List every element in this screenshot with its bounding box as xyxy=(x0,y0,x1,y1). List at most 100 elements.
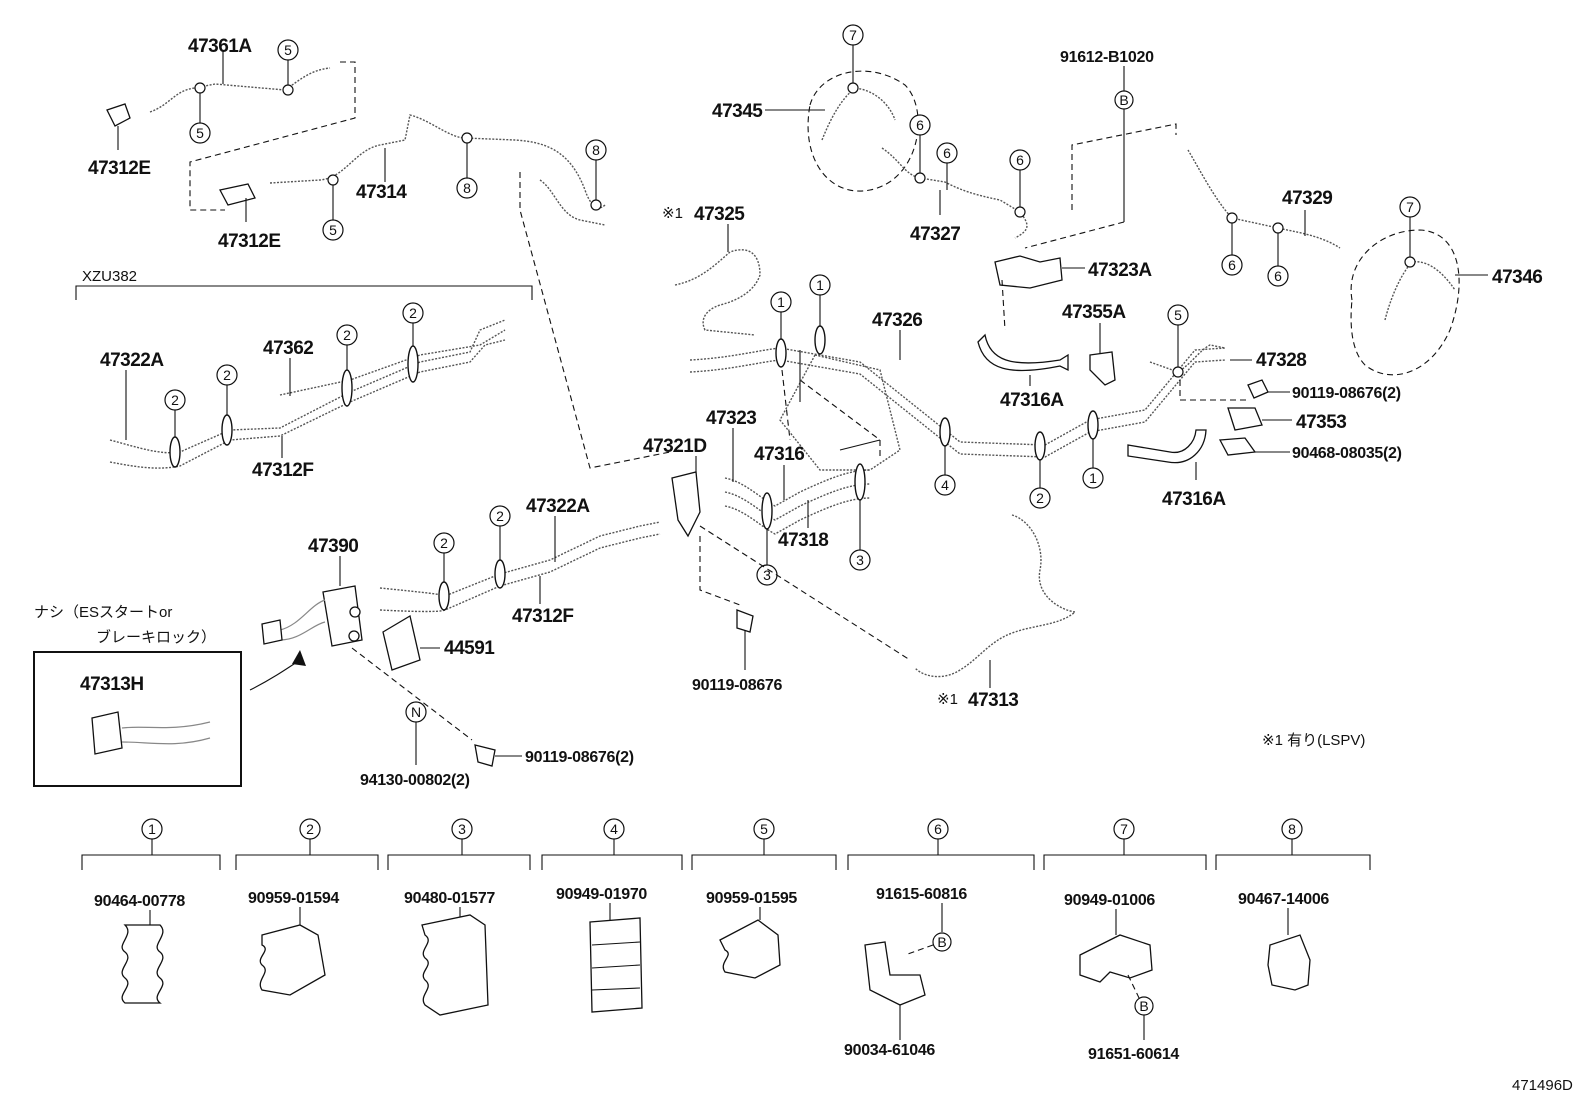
label-47355A: 47355A xyxy=(1062,302,1126,323)
svg-text:5: 5 xyxy=(760,821,768,837)
svg-text:1: 1 xyxy=(777,294,785,310)
label-47316: 47316 xyxy=(754,444,804,465)
callout-7: 7 xyxy=(1113,818,1135,840)
callout-1: 1 xyxy=(141,818,163,840)
label-47313: 47313 xyxy=(968,690,1018,711)
callout-3: 3 xyxy=(756,564,778,586)
svg-text:8: 8 xyxy=(1288,821,1296,837)
svg-text:N: N xyxy=(411,704,421,720)
svg-text:2: 2 xyxy=(409,305,417,321)
bolt-icon xyxy=(1247,379,1269,399)
callout-1: 1 xyxy=(770,291,792,313)
legend-item-1: 1 90464-00778 xyxy=(81,818,221,1004)
legend-part-90959-01595: 90959-01595 xyxy=(706,890,797,907)
bolt-icon xyxy=(736,609,754,633)
flexible-hose-icon xyxy=(1127,429,1207,464)
union-fitting-icon xyxy=(671,471,701,538)
bracket-clip-icon xyxy=(864,941,926,1006)
group-47390: 2 2 47322A 47312F 47390 44591 90119-0867… xyxy=(33,496,661,789)
callout-7: 7 xyxy=(842,24,864,46)
legend-part-90959-01594: 90959-01594 xyxy=(248,890,339,907)
label-47325: 47325 xyxy=(694,204,745,225)
legend-part-90464-00778: 90464-00778 xyxy=(94,893,185,910)
connector-icon xyxy=(261,619,283,645)
group-47316: 3 3 47323 47316 47318 47321D 90119-08676… xyxy=(643,350,1077,711)
clip-plate-icon xyxy=(1218,437,1257,456)
svg-text:5: 5 xyxy=(196,125,204,141)
svg-text:2: 2 xyxy=(440,535,448,551)
pipe-clip-icon xyxy=(719,919,781,979)
svg-text:5: 5 xyxy=(329,222,337,238)
legend-part-90949-01006: 90949-01006 xyxy=(1064,892,1155,909)
valve-block-icon xyxy=(91,711,123,755)
label-47322A-2: 47322A xyxy=(526,496,590,517)
label-47318: 47318 xyxy=(778,530,828,551)
svg-text:2: 2 xyxy=(343,327,351,343)
callout-5: 5 xyxy=(1167,304,1189,326)
callout-6: 6 xyxy=(1009,149,1031,171)
arrow-icon xyxy=(292,650,306,666)
label-47345: 47345 xyxy=(712,101,763,122)
callout-5: 5 xyxy=(753,818,775,840)
svg-text:1: 1 xyxy=(1089,470,1097,486)
legend-part-90480-01577: 90480-01577 xyxy=(404,890,495,907)
svg-text:6: 6 xyxy=(916,117,924,133)
group-xzu382: XZU382 2 2 2 2 47322A 47362 47312F xyxy=(75,268,533,481)
callout-3: 3 xyxy=(451,818,473,840)
ref-b-icon: B xyxy=(1114,90,1134,110)
callout-2: 2 xyxy=(1029,487,1051,509)
callout-2: 2 xyxy=(489,505,511,527)
svg-text:3: 3 xyxy=(763,567,771,583)
group-47361A: 5 5 47361A 47312E 47312E xyxy=(88,36,356,252)
label-47312E-2: 47312E xyxy=(218,231,281,252)
svg-text:2: 2 xyxy=(1036,490,1044,506)
label-47316A: 47316A xyxy=(1000,390,1064,411)
callout-1: 1 xyxy=(809,274,831,296)
callout-8: 8 xyxy=(456,177,478,199)
label-47322A: 47322A xyxy=(100,350,164,371)
group-47328: 47316A 47355A 5 47328 90119-08676(2) 473… xyxy=(977,279,1402,510)
label-47353: 47353 xyxy=(1296,412,1346,433)
callout-2: 2 xyxy=(402,302,424,324)
flexible-hose-icon xyxy=(977,333,1069,372)
bracket-icon xyxy=(1227,407,1263,431)
callout-5: 5 xyxy=(322,219,344,241)
callout-4: 4 xyxy=(934,474,956,496)
pipe-clip-icon xyxy=(121,924,164,1004)
callout-2: 2 xyxy=(164,389,186,411)
label-90468-08035-2: 90468-08035(2) xyxy=(1292,445,1402,462)
label-47314: 47314 xyxy=(356,182,407,203)
callout-2: 2 xyxy=(216,364,238,386)
callout-2: 2 xyxy=(336,324,358,346)
callout-5: 5 xyxy=(189,122,211,144)
callout-1: 1 xyxy=(1082,467,1104,489)
pipe-clip-icon xyxy=(421,914,489,1016)
ref-b-icon: B xyxy=(932,932,952,952)
callout-2: 2 xyxy=(433,532,455,554)
legend-item-4: 4 90949-01970 xyxy=(541,818,683,1013)
svg-text:4: 4 xyxy=(610,821,618,837)
callout-5: 5 xyxy=(277,39,299,61)
legend-item-3: 3 90480-01577 xyxy=(387,818,531,1016)
svg-text:2: 2 xyxy=(306,821,314,837)
bracket-icon xyxy=(382,614,421,671)
note-marker-2: ※1 xyxy=(937,691,958,708)
label-47326: 47326 xyxy=(872,310,922,331)
svg-text:6: 6 xyxy=(1228,257,1236,273)
label-47323A: 47323A xyxy=(1088,260,1152,281)
label-47312F: 47312F xyxy=(252,460,313,481)
callout-6: 6 xyxy=(1267,265,1289,287)
label-47346: 47346 xyxy=(1492,267,1542,288)
label-47321D: 47321D xyxy=(643,436,707,457)
callout-7: 7 xyxy=(1399,196,1421,218)
label-47316A-2: 47316A xyxy=(1162,489,1226,510)
legend-part-90467-14006: 90467-14006 xyxy=(1238,891,1329,908)
callout-3: 3 xyxy=(849,549,871,571)
svg-text:3: 3 xyxy=(856,552,864,568)
svg-text:2: 2 xyxy=(171,392,179,408)
label-47312F-2: 47312F xyxy=(512,606,573,627)
callout-4: 4 xyxy=(603,818,625,840)
legend-part-91615-60816: 91615-60816 xyxy=(876,886,967,903)
label-44591: 44591 xyxy=(444,638,495,659)
svg-text:B: B xyxy=(1139,998,1148,1014)
